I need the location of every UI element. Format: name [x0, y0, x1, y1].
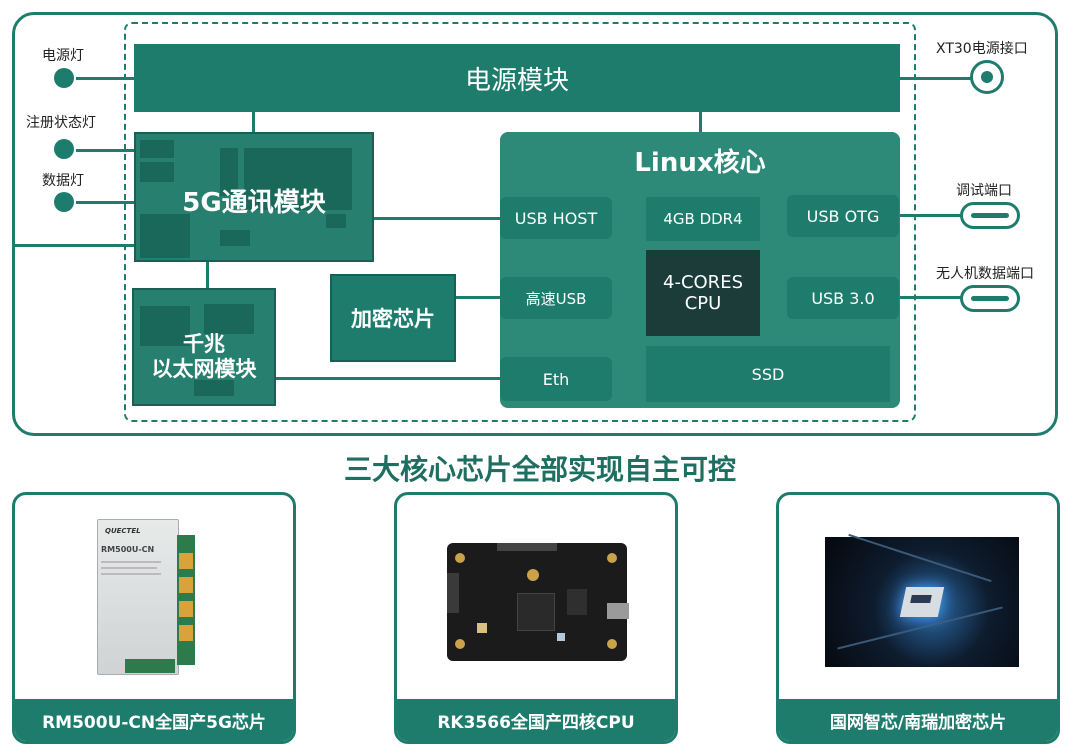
linux-core-label: Linux核心	[634, 148, 766, 178]
power-module: 电源模块	[134, 44, 900, 112]
ethernet-module-label-line2: 以太网模块	[151, 357, 257, 381]
card-cpu-caption-text: RK3566全国产四核CPU	[437, 712, 635, 733]
pcb-chip	[140, 306, 190, 346]
cpu-label-line2: CPU	[684, 293, 722, 314]
usb-otg-box: USB OTG	[787, 195, 899, 237]
card-5g-caption: RM500U-CN全国产5G芯片	[15, 699, 293, 741]
module-brand-text: QUECTEL	[105, 527, 141, 535]
usbotg-line	[898, 214, 964, 217]
pcb-chip	[204, 304, 254, 334]
5g-to-ethernet-line	[206, 262, 209, 288]
pcb-chip	[326, 214, 346, 228]
5g-module-label: 5G通讯模块	[182, 188, 326, 218]
xt30-label: XT30电源接口	[936, 41, 1028, 57]
pcb-chip	[140, 162, 174, 182]
card-5g-chip: QUECTEL RM500U-CN RM500U-CN全国产5G芯片	[12, 492, 296, 744]
usb3-box: USB 3.0	[787, 277, 899, 319]
ddr-label: 4GB DDR4	[663, 210, 743, 228]
pcb-chip	[140, 214, 190, 258]
board-boundary	[124, 22, 916, 422]
device-outline	[12, 12, 1058, 436]
usb-otg-label: USB OTG	[806, 206, 880, 226]
5g-to-usbhost-line	[374, 217, 500, 220]
card-cpu-caption: RK3566全国产四核CPU	[397, 699, 675, 741]
register-led-line	[76, 149, 134, 152]
rm500u-module-image: QUECTEL RM500U-CN	[95, 519, 199, 675]
power-led-label: 电源灯	[42, 48, 84, 64]
debug-port-label: 调试端口	[956, 183, 1012, 199]
pcb-chip	[140, 140, 174, 158]
crypto-chip-image	[825, 533, 1019, 667]
card-cpu: RK3566全国产四核CPU	[394, 492, 678, 744]
crypto-to-usb-line	[455, 296, 500, 299]
register-led-label: 注册状态灯	[26, 115, 96, 131]
headline: 三大核心芯片全部实现自主可控	[343, 453, 736, 486]
ssd-box: SSD	[646, 346, 890, 402]
pcb-chip	[194, 380, 234, 396]
drone-port-label: 无人机数据端口	[936, 266, 1034, 282]
left-bus-line	[12, 244, 134, 247]
power-led-line	[76, 77, 134, 80]
power-led-icon	[54, 68, 74, 88]
eth-box: Eth	[500, 357, 612, 401]
ethernet-to-eth-line	[276, 377, 500, 380]
power-to-linux-line	[699, 112, 702, 132]
ddr-box: 4GB DDR4	[646, 197, 760, 241]
xt30-port-icon	[970, 60, 1004, 94]
card-crypto-caption-text: 国网智芯/南瑞加密芯片	[829, 712, 1007, 733]
crypto-chip: 加密芯片	[330, 274, 456, 362]
pcb-chip	[220, 230, 250, 246]
crypto-chip-label: 加密芯片	[351, 307, 435, 331]
power-to-5g-line	[252, 112, 255, 132]
module-model-text: RM500U-CN	[101, 545, 155, 554]
usb3-line	[898, 296, 964, 299]
usb-host-label: USB HOST	[514, 208, 598, 228]
eth-label: Eth	[542, 369, 570, 389]
5g-module: 5G通讯模块	[134, 132, 374, 262]
xt30-line	[900, 77, 972, 80]
drone-usb-port-icon	[960, 285, 1020, 312]
ssd-label: SSD	[751, 364, 785, 384]
ethernet-module-label-line1: 千兆	[183, 332, 225, 356]
ethernet-module: 千兆 以太网模块	[132, 288, 276, 406]
card-crypto: 国网智芯/南瑞加密芯片	[776, 492, 1060, 744]
cpu-box: 4-CORES CPU	[646, 250, 760, 336]
usb3-label: USB 3.0	[811, 288, 875, 308]
usb-host-box: USB HOST	[500, 197, 612, 239]
power-module-label: 电源模块	[464, 65, 569, 96]
pcb-chip	[244, 148, 352, 210]
register-led-icon	[54, 139, 74, 159]
data-led-label: 数据灯	[42, 173, 84, 189]
cpu-label-line1: 4-CORES	[663, 272, 743, 293]
data-led-line	[76, 201, 134, 204]
data-led-icon	[54, 192, 74, 212]
pcb-chip	[220, 148, 238, 196]
high-speed-usb-box: 高速USB	[500, 277, 612, 319]
rk3566-board-image	[447, 543, 629, 661]
high-speed-usb-label: 高速USB	[525, 289, 587, 308]
card-5g-caption-text: RM500U-CN全国产5G芯片	[42, 712, 266, 733]
card-crypto-caption: 国网智芯/南瑞加密芯片	[779, 699, 1057, 741]
debug-usb-port-icon	[960, 202, 1020, 229]
